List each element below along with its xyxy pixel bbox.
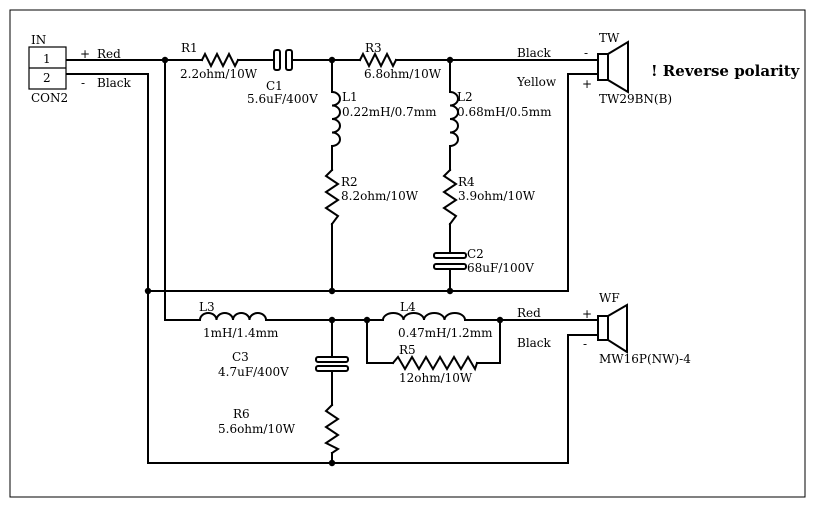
connector-wire2: Black	[97, 76, 132, 90]
l1-ref: L1	[342, 90, 358, 104]
r3-value: 6.8ohm/10W	[364, 67, 442, 81]
resistor-r6: R6 5.6ohm/10W	[218, 403, 340, 455]
r3-ref: R3	[365, 41, 382, 55]
resistor-r3: R3 6.8ohm/10W	[358, 41, 442, 81]
c3-ref: C3	[232, 350, 249, 364]
resistor-r1: R1 2.2ohm/10W	[180, 41, 258, 81]
r6-ref: R6	[233, 407, 250, 421]
r1-value: 2.2ohm/10W	[180, 67, 258, 81]
resistor-r2: R2 8.2ohm/10W	[324, 168, 419, 226]
woofer-model: MW16P(NW)-4	[599, 352, 691, 366]
tweeter-wire-neg: Black	[517, 46, 552, 60]
r5-value: 12ohm/10W	[399, 371, 473, 385]
capacitor-c2: C2 68uF/100V	[433, 247, 534, 275]
capacitor-c3: C3 4.7uF/400V	[218, 350, 349, 379]
connector-ref: IN	[31, 33, 46, 47]
l1-value: 0.22mH/0.7mm	[342, 105, 437, 119]
tweeter-neg-sign: -	[584, 46, 588, 60]
woofer-wire-neg: Black	[517, 336, 552, 350]
c2-ref: C2	[467, 247, 484, 261]
connector-pin2: 2	[43, 71, 51, 85]
woofer-wire-pos: Red	[517, 306, 541, 320]
tweeter-model: TW29BN(B)	[599, 92, 672, 106]
r2-ref: R2	[341, 175, 358, 189]
input-connector: IN 1 2 CON2 + Red - Black	[28, 33, 132, 105]
connector-wire1: Red	[97, 47, 121, 61]
l3-value: 1mH/1.4mm	[203, 326, 279, 340]
tweeter-polarity-note: ! Reverse polarity	[651, 62, 801, 80]
resistor-r5: R5 12ohm/10W	[391, 343, 479, 385]
connector-pin1: 1	[43, 52, 51, 66]
connector-part: CON2	[31, 91, 68, 105]
tweeter-ref: TW	[599, 31, 620, 45]
l4-ref: L4	[400, 300, 416, 314]
c3-value: 4.7uF/400V	[218, 365, 289, 379]
outer-frame	[9, 9, 806, 498]
woofer-speaker-icon: WF MW16P(NW)-4 Red Black + -	[517, 291, 691, 366]
tweeter-speaker-icon: TW TW29BN(B) Black Yellow - + ! Reverse …	[516, 31, 801, 106]
woofer-pos-sign: +	[582, 307, 592, 321]
inductor-l2: L2 0.68mH/0.5mm	[448, 90, 552, 148]
connector-plus: +	[80, 47, 90, 61]
c2-value: 68uF/100V	[467, 261, 534, 275]
woofer-neg-sign: -	[583, 337, 587, 351]
wires	[66, 59, 599, 464]
r2-value: 8.2ohm/10W	[341, 189, 419, 203]
l4-value: 0.47mH/1.2mm	[398, 326, 493, 340]
r6-value: 5.6ohm/10W	[218, 422, 296, 436]
l3-ref: L3	[199, 300, 215, 314]
r4-value: 3.9ohm/10W	[458, 189, 536, 203]
c1-value: 5.6uF/400V	[247, 92, 318, 106]
tweeter-wire-pos: Yellow	[516, 75, 557, 89]
capacitor-c1: C1 5.6uF/400V	[247, 49, 318, 106]
inductor-l1: L1 0.22mH/0.7mm	[330, 90, 437, 148]
l2-ref: L2	[457, 90, 473, 104]
c1-ref: C1	[266, 79, 283, 93]
connector-minus: -	[81, 76, 85, 90]
junction-dots	[144, 56, 504, 467]
inductor-l4: L4 0.47mH/1.2mm	[381, 300, 493, 340]
r1-ref: R1	[181, 41, 198, 55]
r5-ref: R5	[399, 343, 416, 357]
l2-value: 0.68mH/0.5mm	[457, 105, 552, 119]
woofer-ref: WF	[599, 291, 620, 305]
resistor-r4: R4 3.9ohm/10W	[442, 168, 536, 226]
inductor-l3: L3 1mH/1.4mm	[198, 300, 279, 340]
tweeter-pos-sign: +	[582, 77, 592, 91]
r4-ref: R4	[458, 175, 475, 189]
